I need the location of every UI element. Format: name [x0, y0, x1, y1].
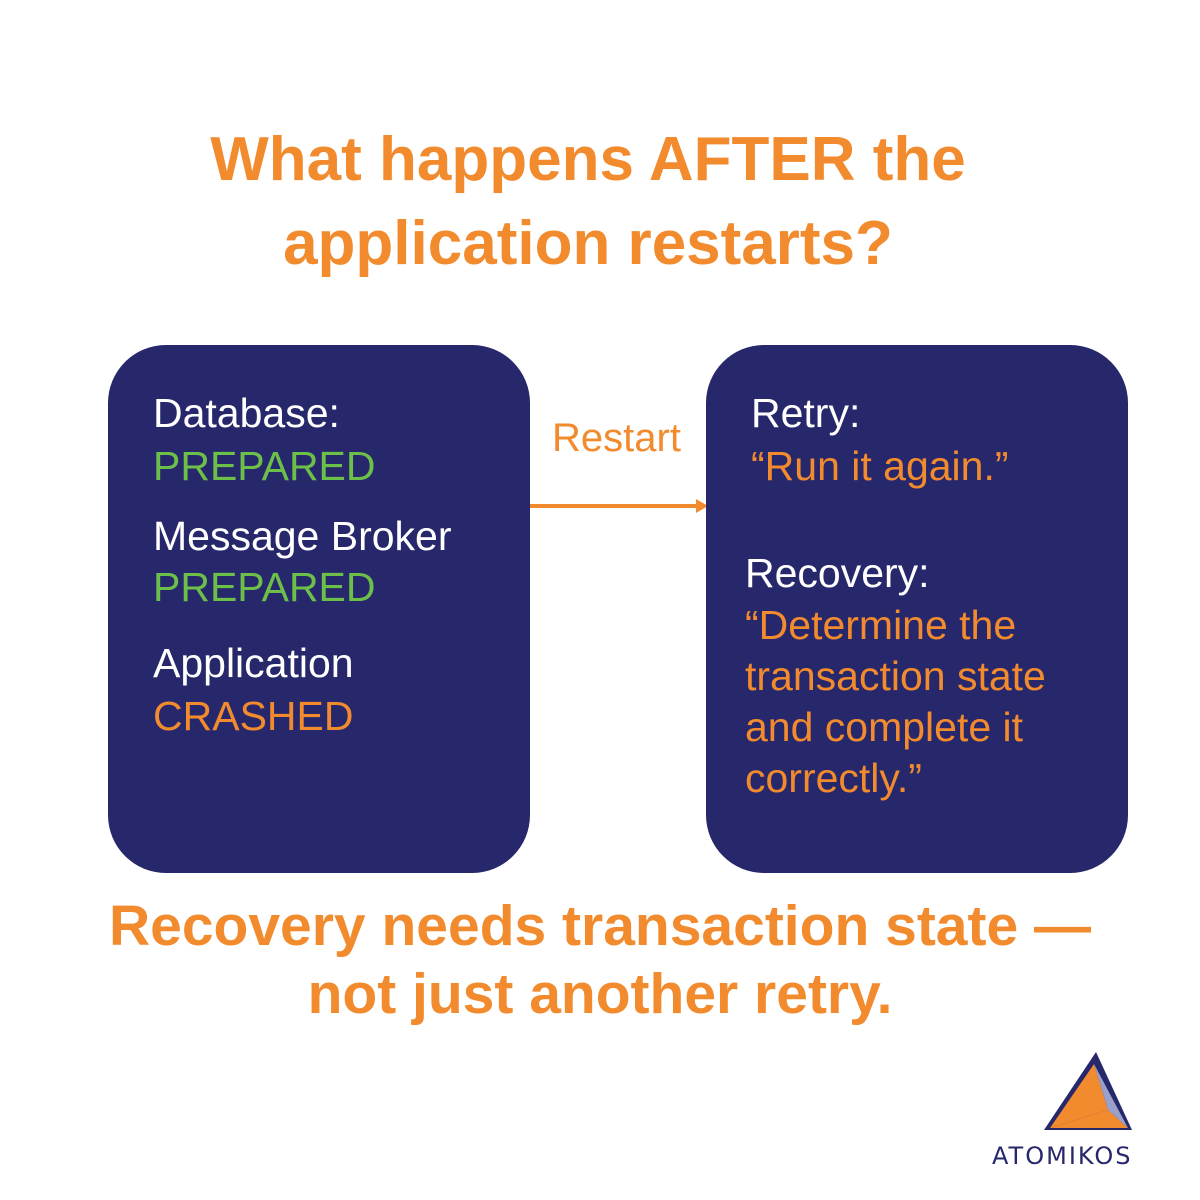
application-status: CRASHED [153, 693, 354, 739]
right-outcome-box: Retry: “Run it again.” Recovery: “Determ… [706, 345, 1128, 873]
conclusion-text: Recovery needs transaction state — not j… [0, 892, 1200, 1028]
broker-label: Message Broker [153, 513, 452, 559]
recovery-line-3: and complete it [745, 704, 1024, 750]
title-line-2: application restarts? [283, 209, 893, 278]
recovery-line-1: “Determine the [745, 602, 1017, 648]
restart-label: Restart [552, 416, 681, 460]
retry-text: “Run it again.” [751, 443, 1009, 489]
retry-label: Retry: [751, 390, 861, 436]
conclusion-line-2: not just another retry. [307, 962, 893, 1026]
recovery-line-2: transaction state [745, 653, 1046, 699]
broker-status: PREPARED [153, 564, 376, 610]
database-status: PREPARED [153, 443, 376, 489]
conclusion-line-1: Recovery needs transaction state — [108, 894, 1092, 958]
page-title: What happens AFTER the application resta… [0, 118, 1176, 286]
database-label: Database: [153, 390, 340, 436]
logo-wordmark: ATOMIKOS [992, 1142, 1133, 1170]
recovery-line-4: correctly.” [745, 755, 922, 801]
triangle-logo-icon [1044, 1052, 1132, 1130]
left-state-box: Database: PREPARED Message Broker PREPAR… [108, 345, 530, 873]
title-line-1: What happens AFTER the [210, 125, 966, 194]
application-label: Application [153, 640, 354, 686]
restart-arrow-icon [530, 499, 708, 513]
recovery-label: Recovery: [745, 550, 930, 596]
